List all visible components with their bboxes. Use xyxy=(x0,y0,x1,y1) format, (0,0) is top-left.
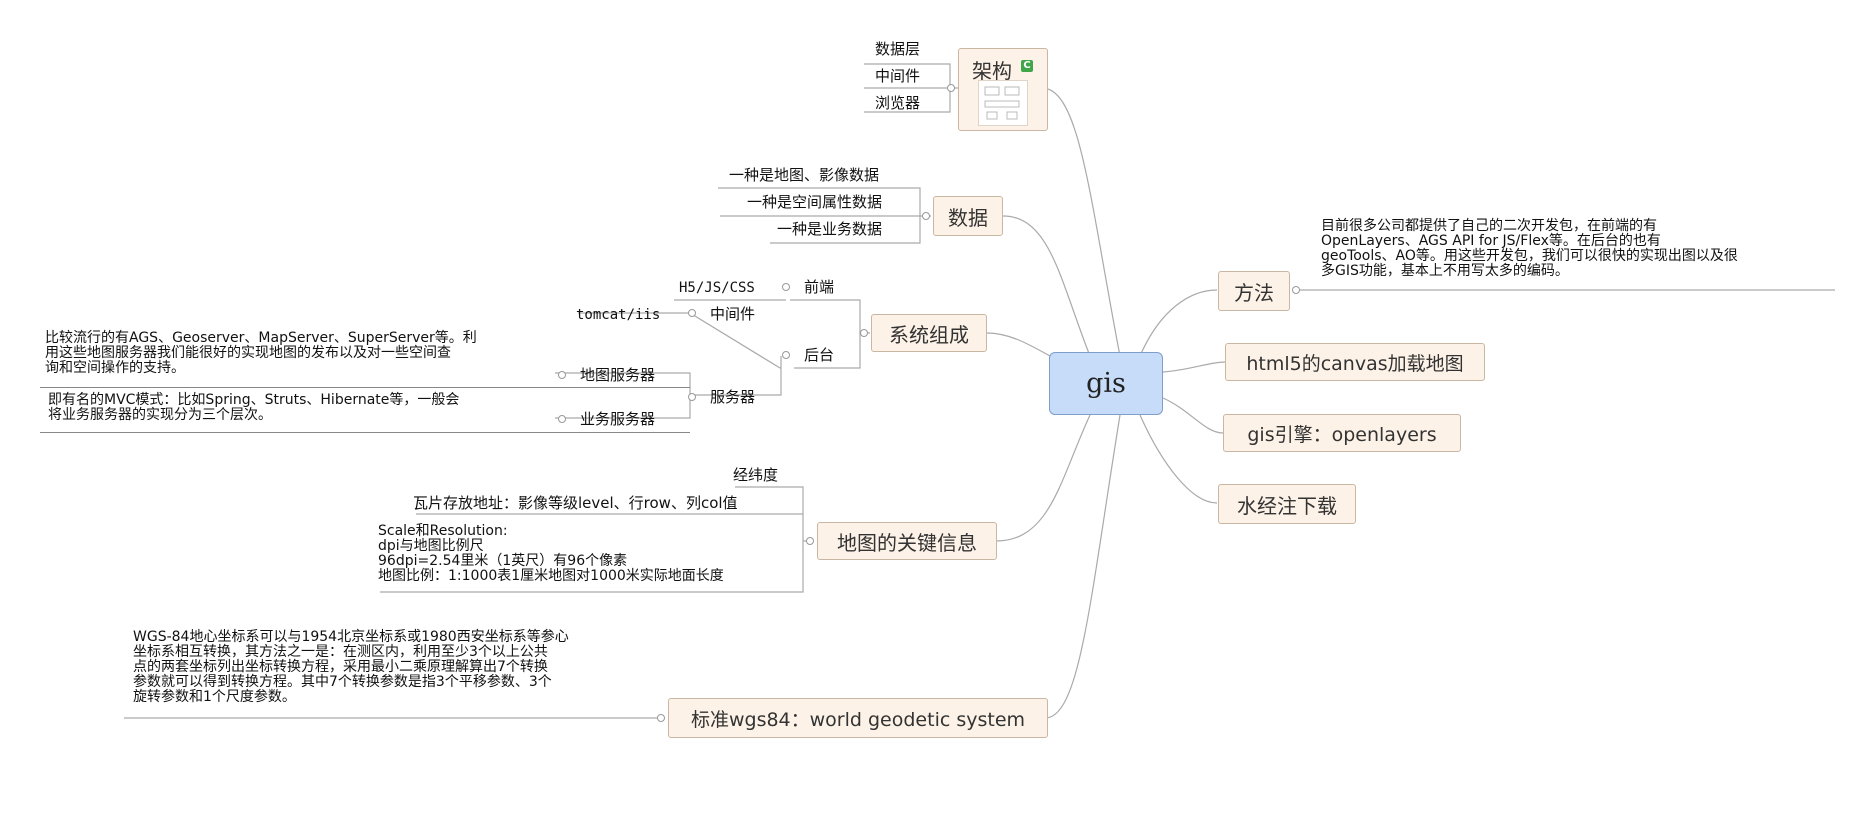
node-data-label: 数据 xyxy=(948,205,988,230)
connector-root-engine xyxy=(1162,397,1224,434)
node-method[interactable]: 方法 xyxy=(1218,271,1290,311)
node-system[interactable]: 系统组成 xyxy=(871,314,987,352)
server-label: 服务器 xyxy=(710,388,756,406)
system-collapse-toggle[interactable] xyxy=(860,329,868,337)
map-server-toggle[interactable] xyxy=(558,371,566,379)
data-item-2: 一种是业务数据 xyxy=(777,220,883,238)
node-method-label: 方法 xyxy=(1234,280,1274,305)
node-system-label: 系统组成 xyxy=(889,322,969,347)
wgs-collapse-toggle[interactable] xyxy=(657,714,665,722)
mapinfo-item-0: 经纬度 xyxy=(733,466,779,484)
node-canvas-label: html5的canvas加载地图 xyxy=(1246,352,1464,375)
connector-server-children xyxy=(555,372,691,419)
node-engine[interactable]: gis引擎：openlayers xyxy=(1223,414,1461,452)
arch-badge-icon: C xyxy=(1021,60,1033,72)
node-engine-label: gis引擎：openlayers xyxy=(1247,423,1437,446)
connector-root-mapinfo xyxy=(995,414,1091,542)
connector-root-wgs xyxy=(1044,414,1121,719)
mapinfo-collapse-toggle[interactable] xyxy=(806,537,814,545)
data-item-1: 一种是空间属性数据 xyxy=(747,193,883,211)
arch-item-0: 数据层 xyxy=(875,40,921,58)
mapinfo-scale-detail: Scale和Resolution: dpi与地图比例尺 96dpi=2.54里米… xyxy=(378,523,724,584)
middleware-toggle[interactable] xyxy=(688,309,696,317)
connector-root-canvas xyxy=(1162,361,1226,373)
map-server-underline xyxy=(40,387,690,388)
node-mapinfo[interactable]: 地图的关键信息 xyxy=(817,522,997,560)
thumbnail-diagram-icon xyxy=(984,86,1020,120)
frontend-toggle[interactable] xyxy=(782,283,790,291)
biz-server-toggle[interactable] xyxy=(558,415,566,423)
node-canvas[interactable]: html5的canvas加载地图 xyxy=(1225,343,1485,381)
connector-root-arch xyxy=(1042,87,1121,357)
biz-server-label: 业务服务器 xyxy=(580,410,656,428)
node-download[interactable]: 水经注下载 xyxy=(1218,484,1356,524)
connector-root-system xyxy=(986,332,1051,357)
node-download-label: 水经注下载 xyxy=(1237,493,1337,518)
frontend-detail: H5/JS/CSS xyxy=(679,280,755,296)
arch-collapse-toggle[interactable] xyxy=(947,84,955,92)
frontend-label: 前端 xyxy=(804,278,835,296)
connector-root-download xyxy=(1139,414,1218,504)
wgs-detail: WGS-84地心坐标系可以与1954北京坐标系或1980西安坐标系等参心 坐标系… xyxy=(133,629,569,705)
connector-backend-stub xyxy=(690,356,782,396)
arch-item-1: 中间件 xyxy=(875,67,921,85)
node-wgs-label: 标准wgs84：world geodetic system xyxy=(690,708,1026,731)
backend-toggle[interactable] xyxy=(782,351,790,359)
map-server-detail: 比较流行的有AGS、Geoserver、MapServer、SuperServe… xyxy=(45,330,477,376)
data-item-0: 一种是地图、影像数据 xyxy=(729,166,880,184)
node-mapinfo-label: 地图的关键信息 xyxy=(837,530,977,555)
server-toggle[interactable] xyxy=(688,393,696,401)
node-data[interactable]: 数据 xyxy=(933,196,1003,236)
mapinfo-item-1: 瓦片存放地址：影像等级level、行row、列col值 xyxy=(413,494,738,512)
connector-root-data xyxy=(1002,215,1091,357)
data-collapse-toggle[interactable] xyxy=(922,212,930,220)
root-node[interactable]: gis xyxy=(1049,352,1163,415)
arch-thumbnail-image xyxy=(978,80,1028,126)
middleware-detail: tomcat/iis xyxy=(576,307,661,323)
node-wgs[interactable]: 标准wgs84：world geodetic system xyxy=(668,698,1048,738)
method-collapse-toggle[interactable] xyxy=(1292,286,1300,294)
root-label: gis xyxy=(1086,368,1126,399)
node-arch-label: 架构 xyxy=(972,59,1012,83)
middleware-label: 中间件 xyxy=(710,305,756,323)
biz-server-detail: 即有名的MVC模式：比如Spring、Struts、Hibernate等，一般会… xyxy=(48,392,460,423)
backend-label: 后台 xyxy=(804,346,835,364)
connector-root-method xyxy=(1139,289,1218,357)
method-detail: 目前很多公司都提供了自己的二次开发包，在前端的有 OpenLayers、AGS … xyxy=(1321,218,1738,279)
biz-server-underline xyxy=(40,432,690,433)
map-server-label: 地图服务器 xyxy=(580,366,656,384)
arch-item-2: 浏览器 xyxy=(875,94,921,112)
